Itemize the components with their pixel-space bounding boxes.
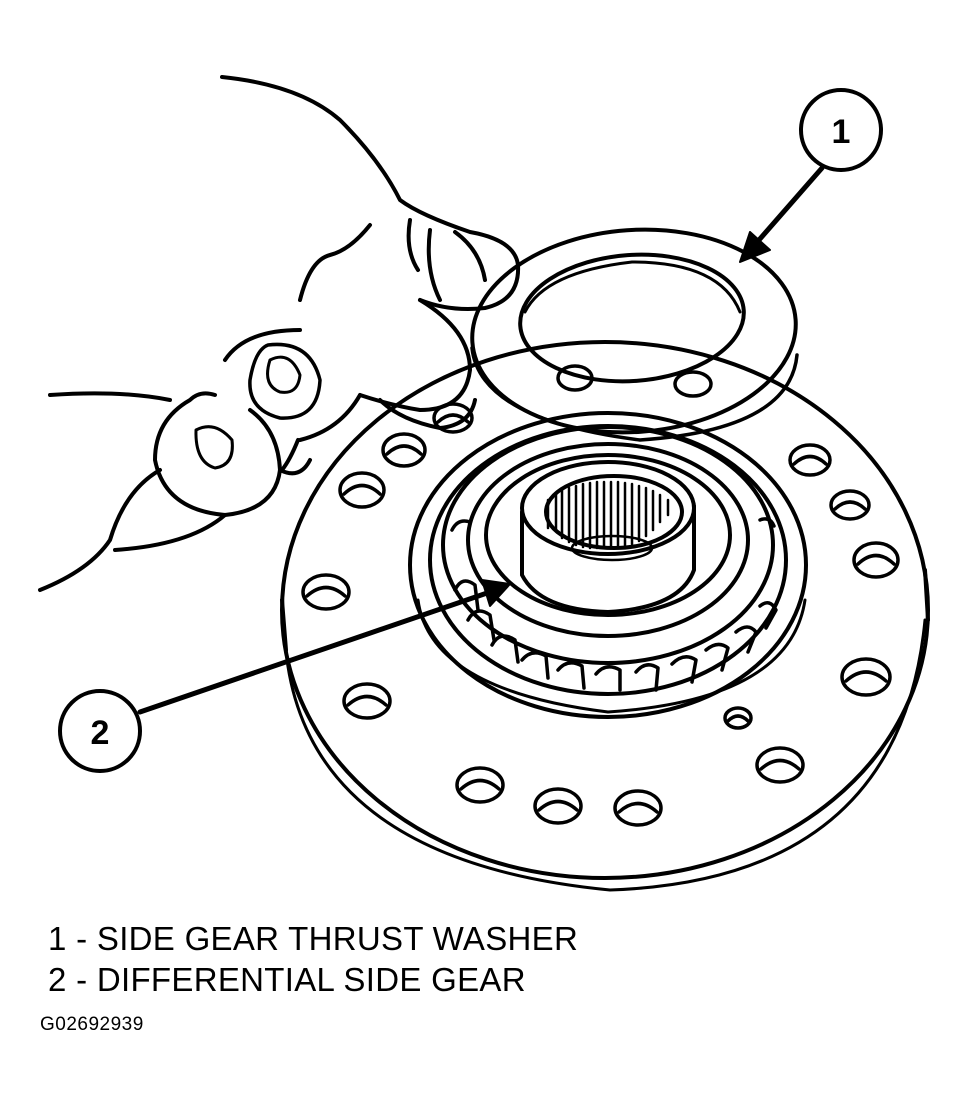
figure-id: G02692939: [40, 1014, 144, 1035]
legend-item-2: 2 - DIFFERENTIAL SIDE GEAR: [48, 961, 526, 998]
callout-2-marker: [58, 689, 142, 773]
side-gear-thrust-washer: [470, 227, 799, 442]
callout-2-number: 2: [91, 714, 110, 752]
hand-illustration: [38, 75, 521, 592]
case-boss-rings: [408, 411, 808, 719]
differential-side-gear: [441, 425, 778, 692]
flange-bolt-holes: [301, 364, 900, 827]
legend-item-1: 1 - SIDE GEAR THRUST WASHER: [48, 920, 579, 957]
callout-2-arrow: [137, 579, 511, 715]
callout-1-marker: [799, 88, 883, 172]
figure-legend: 1 - SIDE GEAR THRUST WASHER 2 - DIFFEREN…: [48, 918, 578, 1000]
differential-case-flange: [280, 340, 930, 892]
callout-1-number: 1: [832, 113, 851, 151]
callout-1-arrow: [739, 165, 825, 263]
